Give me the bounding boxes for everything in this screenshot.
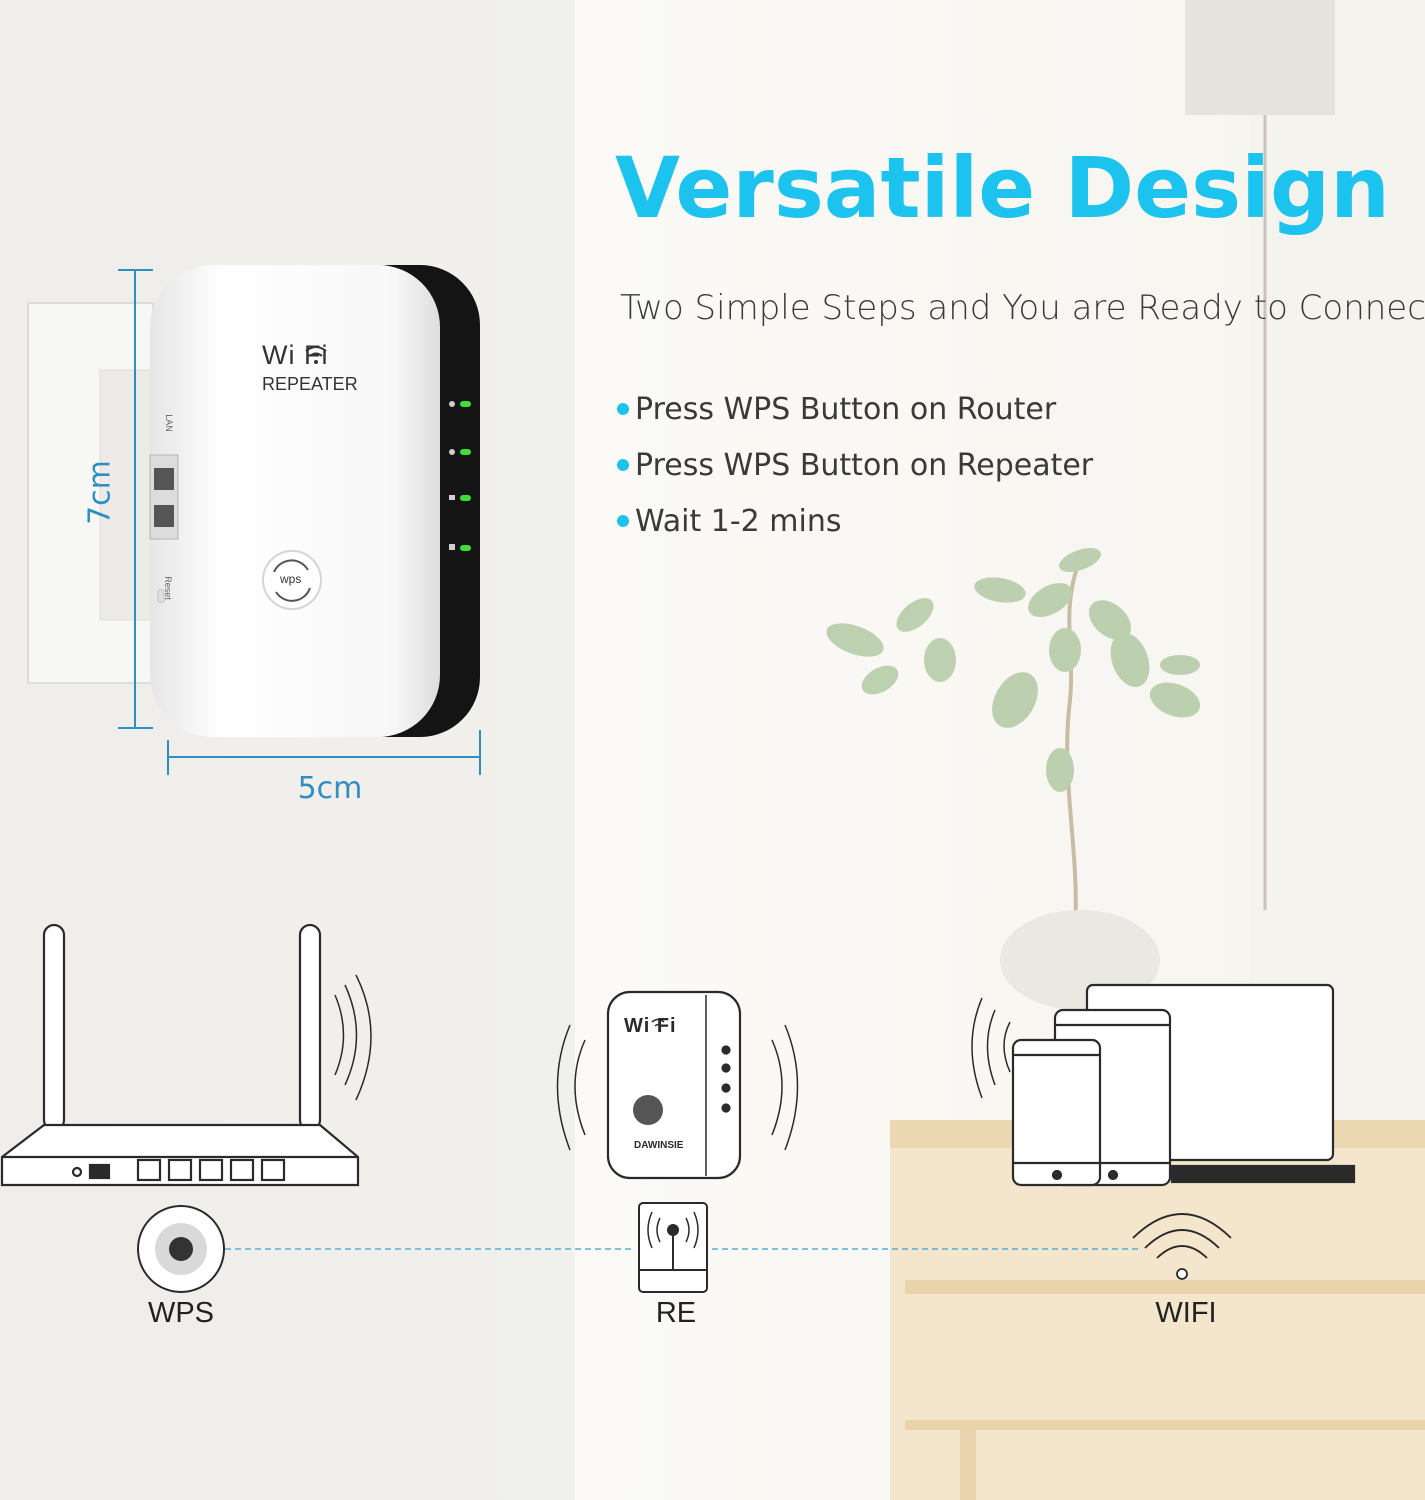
status-leds: [449, 401, 471, 551]
repeater-diagram-logo: Wi Fi: [624, 1015, 677, 1037]
lan-port-label: LAN: [163, 414, 174, 432]
steps-list: Press WPS Button on Router Press WPS But…: [617, 385, 1217, 553]
repeater-product-photo: [118, 265, 481, 775]
step-item: Press WPS Button on Repeater: [617, 441, 1217, 497]
width-dimension: 5cm: [297, 771, 363, 806]
wps-button-icon: [137, 1205, 225, 1293]
wifi-logo-icon: [305, 346, 327, 357]
height-dimension: 7cm: [82, 460, 118, 525]
devices-icon: [971, 983, 1356, 1187]
bullet-icon: [617, 402, 629, 415]
wps-label: WPS: [147, 1297, 215, 1329]
wifi-icon: [1132, 1213, 1232, 1280]
product-logo: Wi Fi: [262, 340, 329, 370]
bullet-icon: [617, 458, 629, 471]
step-item: Press WPS Button on Router: [617, 385, 1217, 441]
step-item: Wait 1-2 mins: [617, 497, 1217, 553]
headline: Versatile Design: [615, 139, 1390, 237]
wifi-label: WIFI: [1155, 1297, 1217, 1329]
setup-diagram: [0, 923, 1356, 1293]
plant-decoration: [826, 547, 1201, 931]
subtitle: Two Simple Steps and You are Ready to Co…: [620, 288, 1425, 328]
wps-button-label: wps: [280, 572, 302, 586]
bullet-icon: [617, 514, 629, 527]
antenna-tower-icon: [638, 1202, 708, 1293]
re-label: RE: [655, 1297, 697, 1329]
product-name: REPEATER: [262, 374, 358, 394]
repeater-brand: DAWINSIE: [634, 1140, 684, 1151]
router-icon: [0, 923, 372, 1187]
reset-label: Reset: [162, 576, 173, 600]
repeater-icon: [556, 990, 799, 1180]
